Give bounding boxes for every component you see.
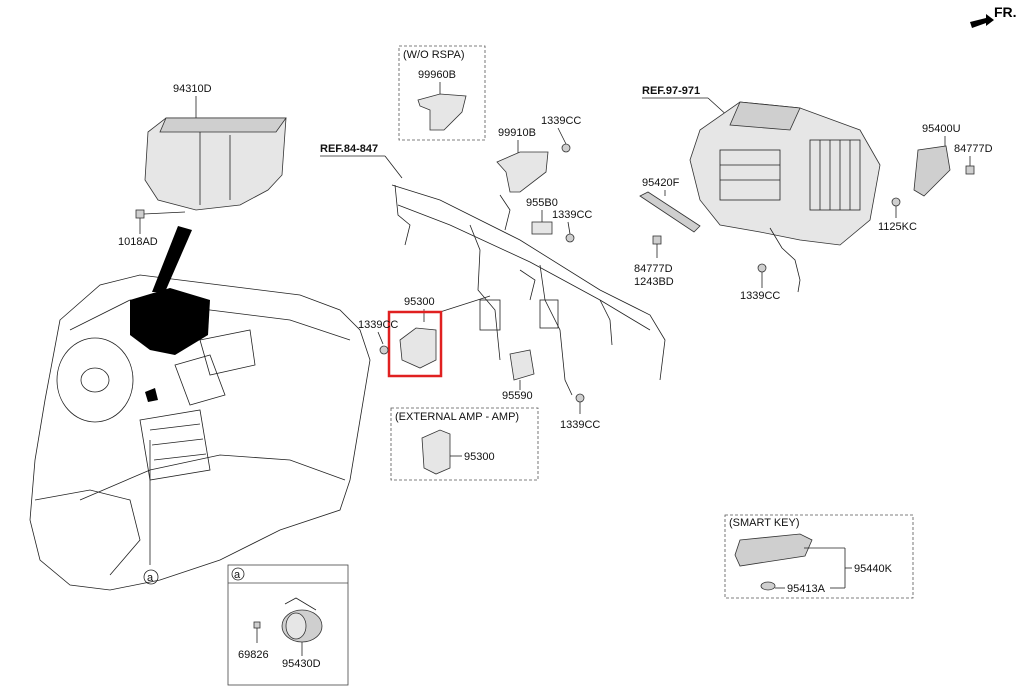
label-external-amp: (EXTERNAL AMP - AMP) — [395, 411, 519, 423]
group-smart-key: (SMART KEY) 95440K 95413A — [724, 514, 914, 599]
crash-pad-crossmember: REF.84-847 — [320, 143, 666, 396]
smart-key-fob — [734, 533, 813, 567]
group-wo-rspa: (W/O RSPA) 99960B — [398, 45, 486, 141]
label-1339CC-bottom: 1339CC — [560, 419, 600, 431]
ref-97-971: REF.97-971 — [642, 85, 700, 97]
part-95300: 95300 1339CC — [358, 295, 491, 378]
label-99910B: 99910B — [498, 127, 536, 139]
part-95400U: 95400U 84777D 1125KC — [878, 123, 993, 233]
label-95590: 95590 — [502, 390, 533, 402]
part-99910B: 99910B 1339CC — [496, 115, 581, 193]
part-95590: 95590 1339CC — [502, 349, 600, 431]
callout-a-marker — [143, 569, 159, 585]
label-95430D: 95430D — [282, 658, 321, 670]
group-detail-a: a 95430D 69826 — [227, 564, 349, 686]
hvac-unit: REF.97-971 1339CC — [642, 85, 881, 302]
front-direction-indicator: FR. — [970, 4, 1017, 28]
label-95300: 95300 — [404, 296, 435, 308]
label-1339CC-mid: 1339CC — [552, 209, 592, 221]
label-1339CC-left: 1339CC — [358, 319, 398, 331]
label-smart-key: (SMART KEY) — [729, 517, 800, 529]
arrow-icon — [970, 14, 994, 28]
label-99960B: 99960B — [418, 69, 456, 81]
label-1243BD: 1243BD — [634, 276, 674, 288]
label-1339CC-right: 1339CC — [740, 290, 780, 302]
label-95440K: 95440K — [854, 563, 893, 575]
label-69826: 69826 — [238, 649, 269, 661]
label-1339CC-top: 1339CC — [541, 115, 581, 127]
group-external-amp: (EXTERNAL AMP - AMP) 95300 — [390, 407, 539, 481]
part-94310D: 94310D 1018AD — [118, 83, 287, 248]
label-95413A: 95413A — [787, 583, 826, 595]
label-detail-a: a — [234, 569, 241, 581]
label-1018AD: 1018AD — [118, 236, 158, 248]
callout-a-label: a — [147, 572, 154, 584]
part-95420F: 95420F 84777D 1243BD — [634, 177, 701, 288]
label-95400U: 95400U — [922, 123, 961, 135]
label-84777D-upper: 84777D — [954, 143, 993, 155]
label-94310D: 94310D — [173, 83, 212, 95]
dashboard-illustration: a — [29, 226, 371, 591]
label-wo-rspa: (W/O RSPA) — [403, 49, 465, 61]
fr-label: FR. — [994, 4, 1017, 20]
label-1125KC: 1125KC — [878, 221, 917, 233]
label-84777D-lower: 84777D — [634, 263, 673, 275]
label-95300-ext: 95300 — [464, 451, 495, 463]
label-95420F: 95420F — [642, 177, 680, 189]
part-955B0: 955B0 1339CC — [526, 197, 592, 243]
label-955B0: 955B0 — [526, 197, 558, 209]
highlight-frame — [387, 310, 443, 378]
ref-84-847: REF.84-847 — [320, 143, 378, 155]
